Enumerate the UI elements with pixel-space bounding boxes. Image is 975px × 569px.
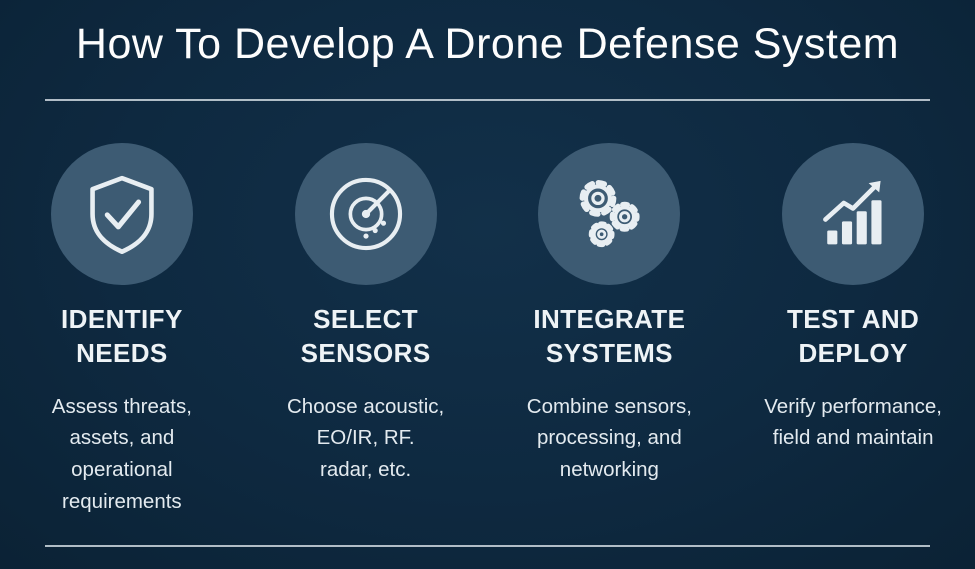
shield-check-icon	[50, 143, 193, 285]
step-test-deploy: TEST AND DEPLOY Verify performance, fiel…	[731, 143, 975, 518]
page-title: How To Develop A Drone Defense System	[75, 20, 900, 68]
steps-row: IDENTIFY NEEDS Assess threats, assets, a…	[0, 143, 975, 518]
radar-icon	[294, 143, 437, 285]
step-select-sensors: SELECT SENSORS Choose acoustic, EO/IR, R…	[244, 143, 488, 518]
step-identify-needs: IDENTIFY NEEDS Assess threats, assets, a…	[0, 143, 244, 518]
step-description: Assess threats, assets, and operational …	[51, 394, 192, 513]
step-heading: INTEGRATE SYSTEMS	[533, 304, 686, 368]
step-description: Choose acoustic, EO/IR, RF. radar, etc.	[286, 394, 445, 482]
step-description: Verify performance, field and maintain	[764, 394, 942, 450]
top-divider	[45, 99, 930, 101]
step-integrate-systems: INTEGRATE SYSTEMS Combine sensors, proce…	[488, 143, 732, 518]
step-heading: SELECT SENSORS	[300, 304, 431, 368]
gears-icon	[538, 143, 681, 285]
step-heading: IDENTIFY NEEDS	[61, 304, 183, 368]
step-heading: TEST AND DEPLOY	[787, 304, 920, 368]
bar-chart-arrow-icon	[782, 143, 925, 285]
step-description: Combine sensors, processing, and network…	[526, 394, 692, 482]
bottom-divider	[45, 545, 930, 547]
